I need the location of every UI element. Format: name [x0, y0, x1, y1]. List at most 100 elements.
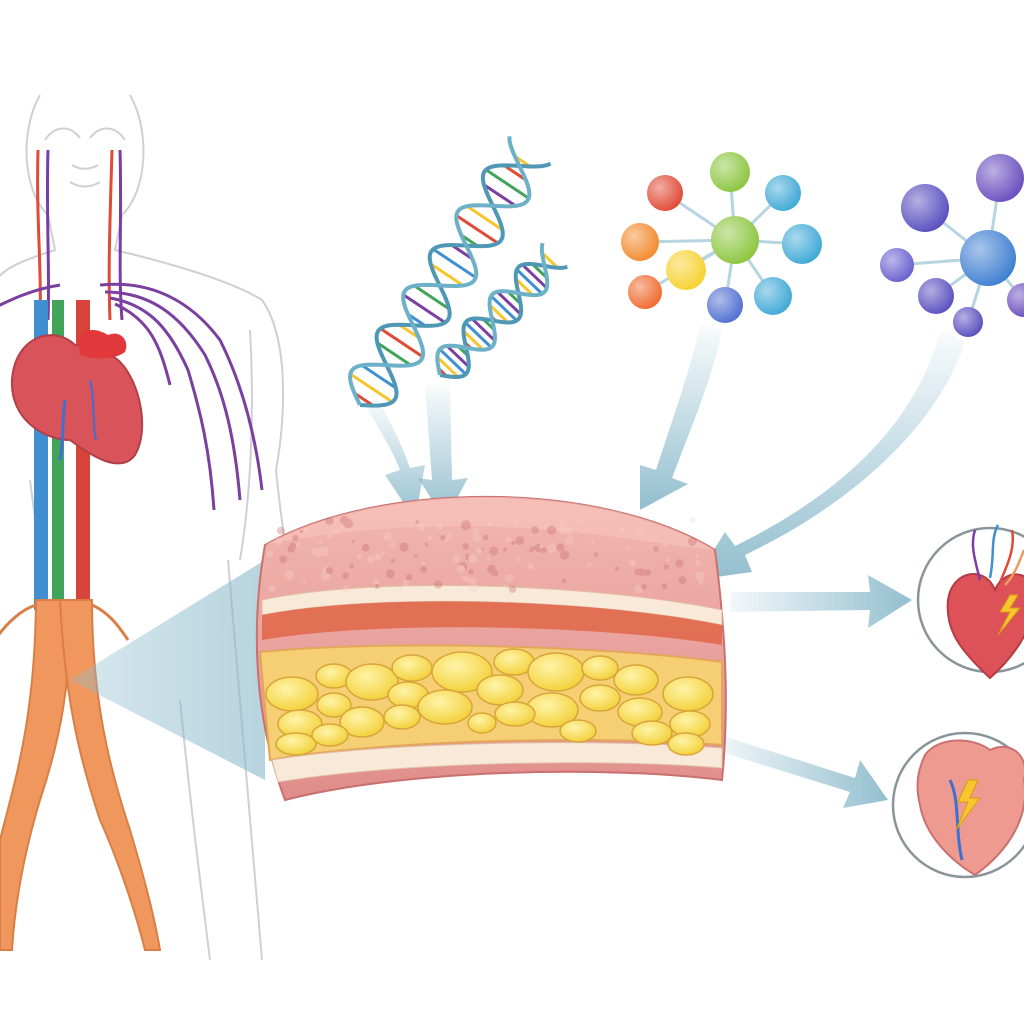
wall-texture-dot: [343, 586, 349, 592]
wall-texture-dot: [695, 554, 698, 557]
wall-texture-dot: [390, 542, 395, 547]
molecule-atom-shine: [880, 248, 914, 282]
wall-texture-dot: [304, 528, 308, 532]
wall-texture-dot: [629, 560, 636, 567]
molecule-atom-shine: [707, 287, 743, 323]
wall-texture-dot: [516, 536, 525, 545]
fat-globule: [495, 702, 535, 726]
molecule-atom-shine: [754, 277, 792, 315]
wall-texture-dot: [662, 584, 668, 590]
fat-globule: [468, 713, 496, 733]
fat-globule: [582, 656, 618, 680]
wall-texture-dot: [462, 543, 469, 550]
wall-texture-dot: [362, 544, 370, 552]
wall-texture-dot: [274, 535, 278, 539]
wall-texture-dot: [544, 525, 548, 529]
wall-texture-dot: [420, 566, 427, 573]
wall-texture-dot: [406, 574, 412, 580]
fat-globule: [668, 733, 704, 755]
molecule-atom-shine: [628, 275, 662, 309]
wall-texture-dot: [591, 541, 594, 544]
heart-cross-section-circle: [893, 733, 1024, 877]
wall-texture-dot: [350, 564, 355, 569]
wall-texture-dot: [467, 577, 473, 583]
wall-texture-dot: [688, 537, 697, 546]
wall-texture-dot: [559, 527, 567, 535]
wall-texture-dot: [663, 542, 668, 547]
wall-texture-dot: [461, 520, 471, 530]
wall-texture-dot: [334, 529, 339, 534]
wall-texture-dot: [381, 551, 385, 555]
wall-texture-dot: [566, 536, 575, 545]
neck-veins: [38, 150, 122, 320]
molecule-atom-shine: [901, 184, 949, 232]
molecule-atom-shine: [621, 223, 659, 261]
molecule-atom-shine: [953, 307, 983, 337]
fat-globule: [392, 655, 432, 681]
fat-globule: [312, 724, 348, 746]
wall-texture-dot: [425, 543, 429, 547]
wall-texture-dot: [434, 580, 442, 588]
wall-texture-dot: [653, 546, 659, 552]
fat-globule: [276, 733, 316, 755]
wall-texture-dot: [303, 580, 307, 584]
wall-texture-dot: [486, 557, 490, 561]
wall-texture-dot: [447, 533, 453, 539]
wall-texture-dot: [695, 571, 705, 581]
wall-texture-dot: [351, 540, 354, 543]
wall-texture-dot: [473, 533, 481, 541]
wall-texture-dot: [465, 554, 469, 558]
wall-texture-dot: [312, 548, 320, 556]
wall-texture-dot: [529, 549, 533, 553]
wall-texture-dot: [325, 517, 333, 525]
wall-texture-dot: [615, 566, 619, 570]
fat-globule: [632, 721, 672, 745]
molecule-atom-shine: [960, 230, 1016, 286]
wall-texture-dot: [469, 583, 478, 592]
wall-texture-dot: [481, 547, 484, 550]
wall-texture-dot: [638, 568, 646, 576]
wall-texture-dot: [560, 550, 569, 559]
wall-texture-dot: [678, 576, 686, 584]
arrow-to-heart-cross-section: [715, 735, 888, 808]
fat-globule: [663, 677, 713, 711]
wall-texture-dot: [620, 527, 624, 531]
wall-texture-dot: [503, 548, 507, 552]
wall-texture-dot: [516, 558, 520, 562]
molecule-atom-shine: [647, 175, 683, 211]
wall-texture-dot: [560, 519, 563, 522]
wall-texture-dot: [487, 521, 492, 526]
fat-globule: [560, 720, 596, 742]
wall-texture-dot: [541, 547, 547, 553]
wall-texture-dot: [531, 526, 539, 534]
wall-texture-dot: [695, 560, 700, 565]
wall-texture-dot: [436, 523, 443, 530]
wall-texture-dot: [386, 569, 395, 578]
wall-texture-dot: [556, 543, 564, 551]
wall-texture-dot: [356, 554, 361, 559]
molecule-atom-shine: [710, 152, 750, 192]
heart-organ: [12, 330, 142, 463]
wall-texture-dot: [445, 538, 448, 541]
wall-texture-dot: [267, 551, 273, 557]
arrow-to-heart: [730, 575, 912, 628]
molecule-network-icon: [621, 152, 822, 323]
wall-texture-dot: [373, 579, 379, 585]
molecule-atom-shine: [1007, 283, 1024, 317]
wall-texture-dot: [279, 555, 287, 563]
wall-texture-dot: [428, 535, 433, 540]
wall-texture-dot: [514, 519, 519, 524]
wall-texture-dot: [275, 538, 282, 545]
wall-texture-dot: [666, 558, 670, 562]
fat-globule: [477, 675, 523, 705]
wall-texture-dot: [391, 559, 395, 563]
wall-texture-dot: [511, 541, 515, 545]
wall-texture-dot: [476, 548, 482, 554]
wall-texture-dot: [664, 564, 670, 570]
wall-texture-dot: [473, 528, 479, 534]
molecule-atom-shine: [711, 216, 759, 264]
wall-texture-dot: [562, 579, 567, 584]
wall-texture-dot: [489, 546, 498, 555]
